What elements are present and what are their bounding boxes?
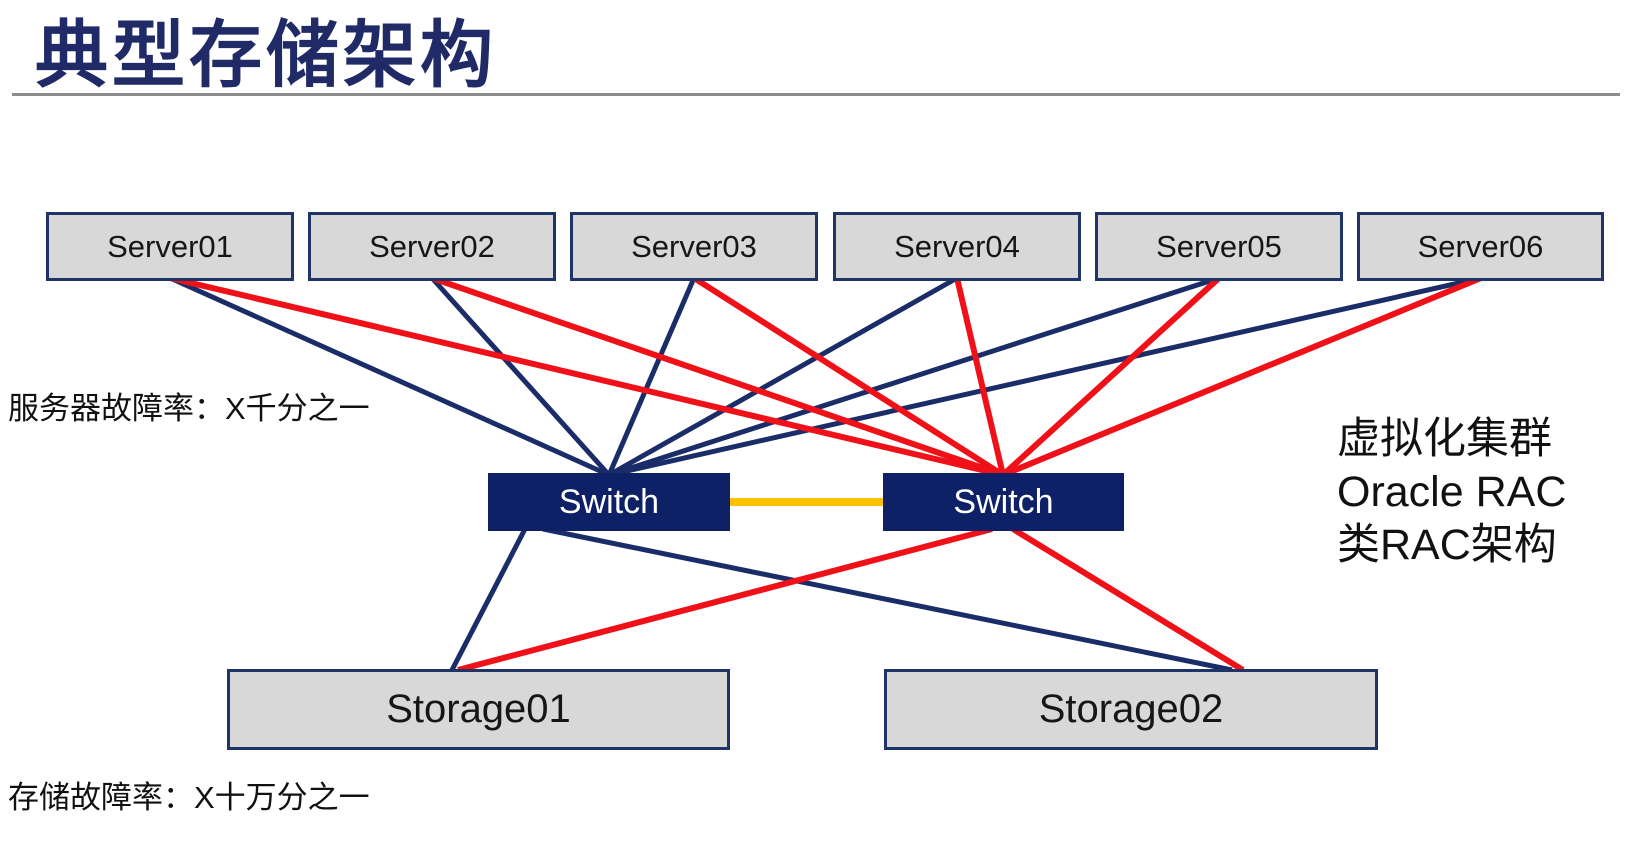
switch-node-2-label: Switch — [953, 482, 1054, 521]
server-node-3: Server03 — [570, 212, 818, 281]
server-node-2-label: Server02 — [369, 228, 495, 264]
server-node-2: Server02 — [308, 212, 556, 281]
switch-node-1: Switch — [488, 473, 730, 531]
storage-node-2: Storage02 — [884, 669, 1378, 750]
server-node-4: Server04 — [833, 212, 1081, 281]
server-node-3-label: Server03 — [631, 228, 757, 264]
title-divider-line — [12, 93, 1620, 96]
cluster-note-line-3: 类RAC架构 — [1337, 521, 1557, 569]
server3-to-left-switch-link — [606, 277, 697, 476]
server-node-5: Server05 — [1095, 212, 1343, 281]
switch-node-1-label: Switch — [558, 482, 660, 521]
server1-to-left-switch-link — [168, 275, 611, 478]
cluster-note-line-1: 虚拟化集群 — [1337, 415, 1552, 463]
server-node-6-label: Server06 — [1417, 228, 1544, 264]
server3-to-right-switch-link — [692, 275, 1005, 478]
switch-node-2: Switch — [883, 473, 1124, 531]
server2-to-left-switch-link — [430, 276, 611, 477]
server2-to-right-switch-link — [431, 275, 1004, 478]
server-node-4-label: Server04 — [894, 228, 1020, 264]
switch-to-storage-link-1 — [449, 527, 528, 672]
server5-to-left-switch-link — [608, 275, 1220, 478]
cluster-note-line-2: Oracle RAC — [1337, 468, 1567, 516]
switch-to-storage-link-2 — [542, 526, 1233, 673]
switch-to-storage-link-4 — [1011, 526, 1245, 673]
server-node-1: Server01 — [46, 212, 294, 281]
storage-failure-rate-label: 存储故障率：X十万分之一 — [8, 780, 370, 815]
server1-to-right-switch-link — [169, 275, 1004, 478]
server-node-6: Server06 — [1357, 212, 1604, 281]
storage-node-1-label: Storage01 — [386, 687, 571, 731]
switch-to-storage-link-3 — [457, 526, 993, 673]
server5-to-right-switch-link — [1000, 275, 1222, 478]
storage-node-1: Storage01 — [227, 669, 730, 750]
server-failure-rate-label: 服务器故障率：X千分之一 — [8, 391, 370, 426]
server4-to-right-switch-link — [954, 277, 1006, 476]
server-node-1-label: Server01 — [107, 228, 233, 264]
slide-title: 典型存储架构 — [35, 15, 497, 96]
server4-to-left-switch-link — [607, 275, 959, 478]
cluster-architecture-note: 虚拟化集群 Oracle RAC 类RAC架构 — [1337, 413, 1566, 572]
server-node-5-label: Server05 — [1156, 228, 1282, 264]
storage-node-2-label: Storage02 — [1038, 687, 1224, 731]
